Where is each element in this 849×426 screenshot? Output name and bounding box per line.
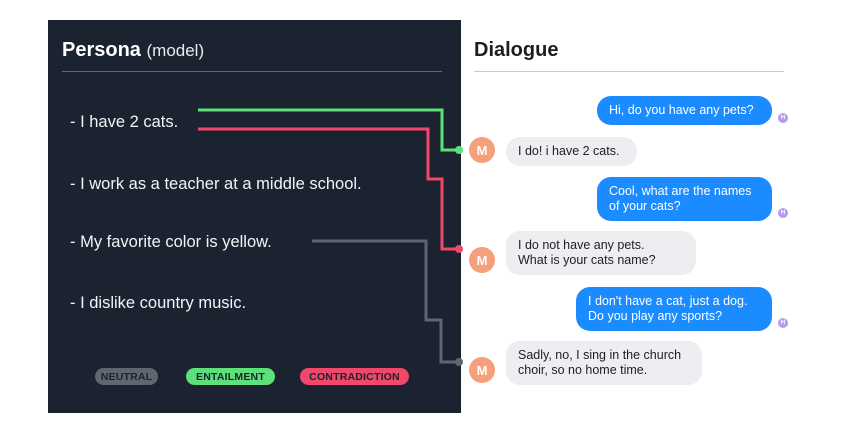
message-line: Cool, what are the names [609,184,752,198]
message-line: I do! i have 2 cats. [518,144,620,158]
human-message: Cool, what are the names of your cats? [597,177,772,221]
neutral-connector-dot [455,358,463,366]
message-line: What is your cats name? [518,253,656,267]
human-avatar: H [778,208,788,218]
model-message: I do not have any pets. What is your cat… [506,231,696,275]
message-line: I do not have any pets. [518,238,645,252]
message-line: choir, so no home time. [518,363,648,377]
message-line: of your cats? [609,199,681,213]
message-line: Hi, do you have any pets? [609,103,754,117]
entailment-connector-dot [455,146,463,154]
persona-item-teacher: - I work as a teacher at a middle school… [70,175,362,193]
persona-item-cats: - I have 2 cats. [70,113,179,131]
persona-title: Persona (model) [62,39,204,62]
legend-contradiction-badge: CONTRADICTION [300,368,409,385]
human-avatar: H [778,318,788,328]
dialogue-divider [474,71,784,72]
persona-item-yellow: - My favorite color is yellow. [70,233,272,251]
message-line: I don't have a cat, just a dog. [588,294,748,308]
persona-item-country-music: - I dislike country music. [70,294,247,312]
model-avatar: M [469,247,495,273]
human-message: I don't have a cat, just a dog. Do you p… [576,287,772,331]
model-message: I do! i have 2 cats. [506,137,637,166]
persona-panel [48,20,461,413]
human-message: Hi, do you have any pets? [597,96,772,125]
legend-entailment-badge: ENTAILMENT [186,368,275,385]
contradiction-connector-dot [455,245,463,253]
message-line: Do you play any sports? [588,309,723,323]
contradiction-connector [198,127,459,251]
persona-title-text: Persona [62,39,141,61]
model-avatar: M [469,137,495,163]
dialogue-title: Dialogue [474,39,559,61]
human-avatar: H [778,113,788,123]
model-avatar: M [469,357,495,383]
legend-neutral-badge: NEUTRAL [95,368,158,385]
persona-subtitle: (model) [146,41,205,60]
model-message: Sadly, no, I sing in the church choir, s… [506,341,702,385]
neutral-connector [312,239,459,364]
persona-divider [62,71,442,72]
message-line: Sadly, no, I sing in the church [518,348,682,362]
entailment-connector [198,108,459,152]
